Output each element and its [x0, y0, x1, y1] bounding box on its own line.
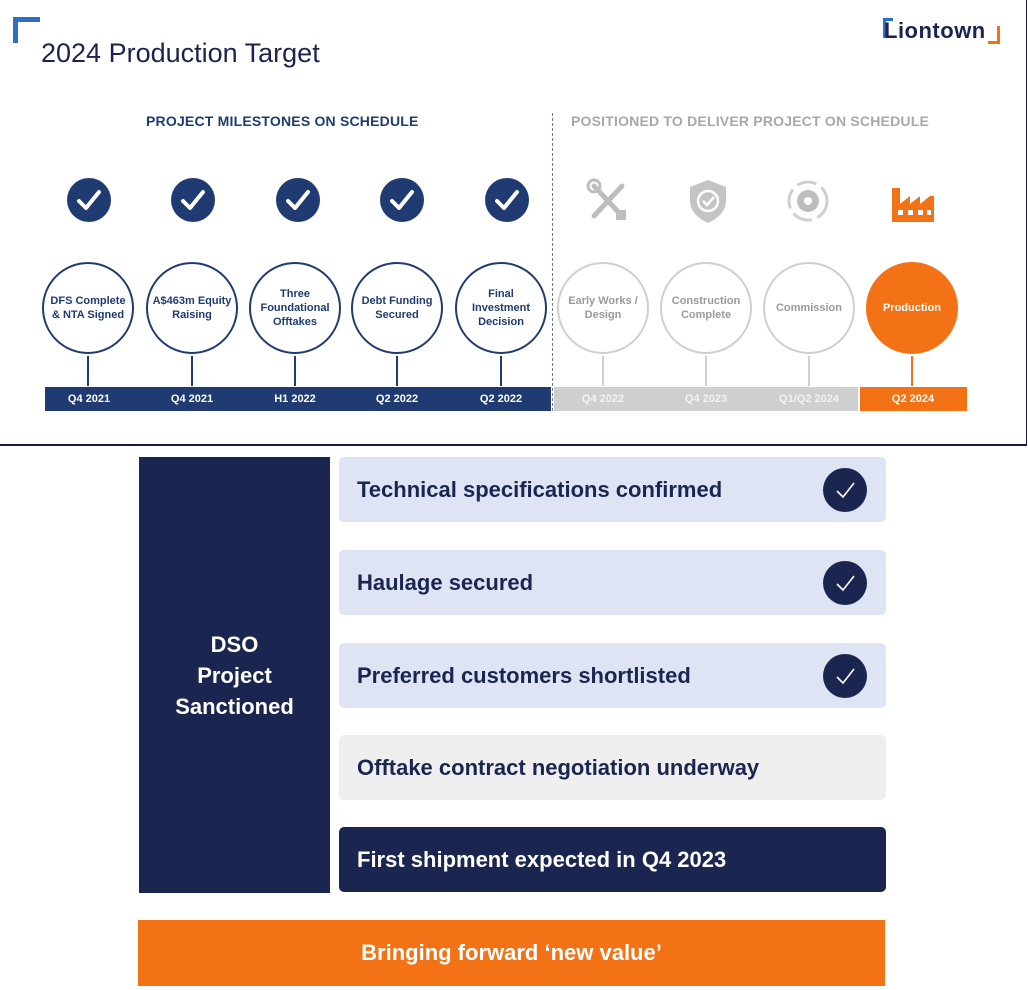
- check-icon: [380, 178, 424, 222]
- dso-item-text: Offtake contract negotiation underway: [357, 754, 760, 780]
- dso-panel-label: DSO Project Sanctioned: [175, 631, 294, 719]
- milestone-circle: Construction Complete: [660, 262, 752, 354]
- factory-icon: [890, 178, 934, 224]
- corner-accent-horizontal: [13, 17, 40, 22]
- milestone-connector: [396, 356, 398, 386]
- milestone-connector: [87, 356, 89, 386]
- milestone-date: Q4 2021: [67, 393, 111, 405]
- tools-icon: [586, 178, 630, 224]
- milestone-date: H1 2022: [274, 393, 316, 405]
- milestone-connector: [294, 356, 296, 386]
- check-icon: [485, 178, 529, 222]
- check-icon: [823, 561, 867, 605]
- milestone-circle: Debt Funding Secured: [351, 262, 443, 354]
- dso-item-text: First shipment expected in Q4 2023: [357, 846, 727, 872]
- logo-bracket-icon: [883, 18, 886, 38]
- milestone-date: Q1/Q2 2024: [779, 393, 839, 405]
- timeline-bar-complete: [45, 387, 551, 411]
- gear-cycle-icon: [786, 178, 830, 224]
- slide-title: 2024 Production Target: [41, 38, 320, 68]
- logo-bracket-icon: [988, 41, 1000, 44]
- shield-check-icon: [686, 178, 730, 224]
- milestone-circle: Final Investment Decision: [455, 262, 547, 354]
- milestone-connector: [911, 356, 913, 386]
- milestone-date: Q4 2022: [581, 393, 625, 405]
- dso-item-row: Preferred customers shortlisted: [339, 643, 886, 708]
- timeline-bar-target: [860, 387, 967, 411]
- company-logo: Liontown: [884, 18, 986, 43]
- milestone-connector: [500, 356, 502, 386]
- milestone-circle: Production: [866, 262, 958, 354]
- dso-item-row: Technical specifications confirmed: [339, 457, 886, 522]
- dso-item-text: Technical specifications confirmed: [357, 476, 723, 502]
- milestone-date: Q2 2024: [891, 393, 935, 405]
- milestone-date: Q4 2021: [170, 393, 214, 405]
- logo-bracket-icon: [883, 18, 893, 21]
- check-icon: [823, 654, 867, 698]
- milestone-connector: [705, 356, 707, 386]
- new-value-banner: Bringing forward ‘new value’: [138, 920, 885, 986]
- dso-sanctioned-panel: DSO Project Sanctioned: [139, 457, 330, 893]
- logo-bracket-icon: [997, 26, 1000, 44]
- dso-item-text: Preferred customers shortlisted: [357, 662, 691, 688]
- check-icon: [67, 178, 111, 222]
- timeline-bar-future: [554, 387, 858, 411]
- milestone-connector: [808, 356, 810, 386]
- section-divider: [552, 113, 553, 411]
- check-icon: [171, 178, 215, 222]
- corner-accent-vertical: [13, 17, 18, 43]
- dso-item-row: First shipment expected in Q4 2023: [339, 827, 886, 892]
- milestone-date: Q2 2022: [375, 393, 419, 405]
- dso-item-row: Haulage secured: [339, 550, 886, 615]
- milestone-circle: Commission: [763, 262, 855, 354]
- milestone-date: Q4 2023: [684, 393, 728, 405]
- milestone-connector: [191, 356, 193, 386]
- check-icon: [823, 468, 867, 512]
- milestone-circle: Early Works / Design: [557, 262, 649, 354]
- milestone-circle: DFS Complete & NTA Signed: [42, 262, 134, 354]
- dso-item-row: Offtake contract negotiation underway: [339, 735, 886, 800]
- milestone-slide: 2024 Production Target Liontown PROJECT …: [0, 0, 1027, 446]
- right-section-heading: POSITIONED TO DELIVER PROJECT ON SCHEDUL…: [571, 113, 929, 129]
- milestone-circle: Three Foundational Offtakes: [249, 262, 341, 354]
- milestone-date: Q2 2022: [479, 393, 523, 405]
- milestone-connector: [602, 356, 604, 386]
- milestone-circle: A$463m Equity Raising: [146, 262, 238, 354]
- banner-text: Bringing forward ‘new value’: [361, 940, 662, 965]
- dso-item-text: Haulage secured: [357, 569, 534, 595]
- check-icon: [276, 178, 320, 222]
- left-section-heading: PROJECT MILESTONES ON SCHEDULE: [146, 113, 419, 129]
